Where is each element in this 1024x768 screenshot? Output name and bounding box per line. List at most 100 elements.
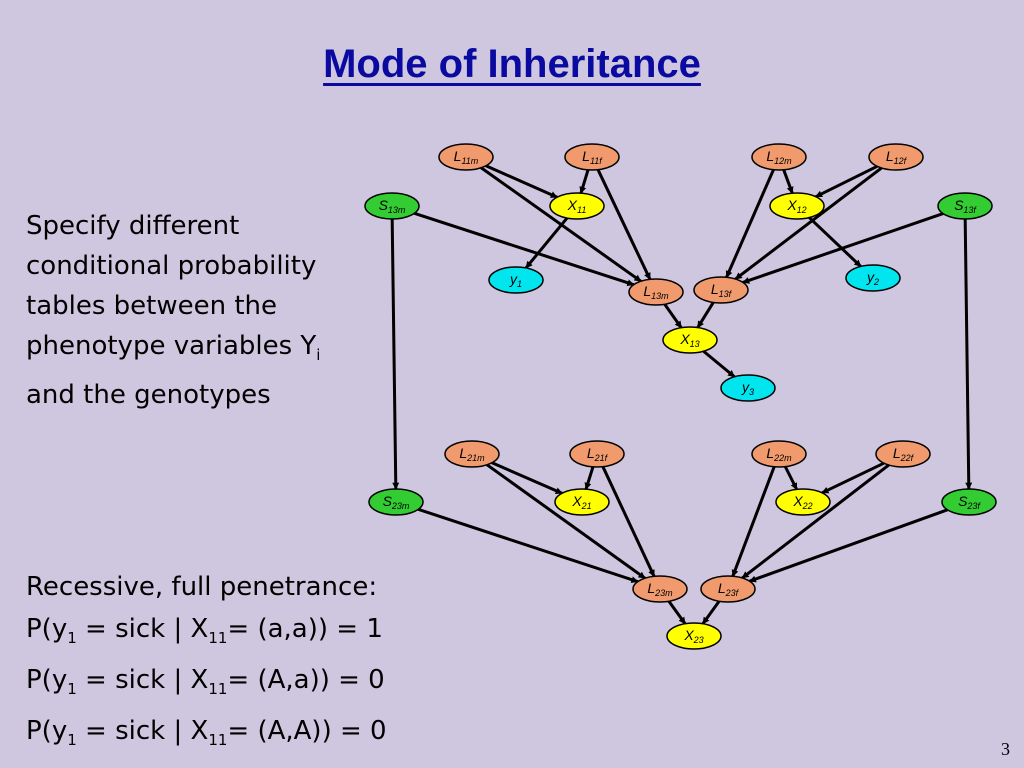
node-ellipse: [937, 192, 993, 220]
slide-title: Mode of Inheritance: [323, 42, 701, 86]
edge-L22f-L23f: [741, 463, 890, 580]
node-ellipse: [875, 440, 931, 468]
node-label: L13f: [711, 281, 733, 299]
node-label: L21m: [459, 445, 485, 463]
node-X13: X13: [662, 326, 718, 354]
rule-header: Recessive, full penetrance:: [26, 572, 378, 602]
edge-L21m-L23m: [486, 463, 646, 580]
node-L13m: L13m: [628, 278, 684, 306]
node-label: y3: [741, 379, 754, 397]
node-ellipse: [751, 440, 807, 468]
node-L23f: L23f: [700, 575, 756, 603]
node-ellipse: [364, 192, 420, 220]
node-label: X23: [683, 627, 703, 645]
specify-text: Specify different conditional probabilit…: [26, 206, 320, 415]
node-ellipse: [569, 440, 625, 468]
node-label: L21f: [587, 445, 609, 463]
node-label: S13m: [379, 197, 406, 215]
node-label: X21: [571, 493, 591, 511]
node-L12m: L12m: [751, 143, 807, 171]
node-ellipse: [488, 266, 544, 294]
rule-row: P(y1 = sick | X11= (a,a)) = 1: [26, 614, 383, 648]
node-ellipse: [666, 622, 722, 650]
edge-L22f-X22: [821, 461, 885, 495]
node-L13f: L13f: [693, 276, 749, 304]
recessive-text: Recessive, full penetrance: P(y1 = sick …: [26, 566, 387, 762]
node-S13f: S13f: [937, 192, 993, 220]
node-ellipse: [941, 488, 997, 516]
node-ellipse: [720, 374, 776, 402]
page-number: 3: [1001, 739, 1010, 759]
node-X21: X21: [554, 488, 610, 516]
node-label: S13f: [954, 197, 977, 215]
node-label: S23f: [958, 493, 981, 511]
node-L21f: L21f: [569, 440, 625, 468]
edge-L21f-X21: [584, 466, 595, 490]
node-y3: y3: [720, 374, 776, 402]
node-ellipse: [662, 326, 718, 354]
edge-S13f-L13f: [742, 212, 944, 284]
edge-L12m-X12: [782, 169, 794, 194]
node-label: y2: [866, 269, 879, 287]
node-label: X13: [679, 331, 699, 349]
node-ellipse: [751, 143, 807, 171]
node-S23m: S23m: [368, 488, 424, 516]
node-ellipse: [700, 575, 756, 603]
edge-L11m-X11: [485, 164, 558, 199]
node-X23: X23: [666, 622, 722, 650]
node-ellipse: [564, 143, 620, 171]
node-ellipse: [693, 276, 749, 304]
node-ellipse: [845, 264, 901, 292]
edge-L22m-X22: [783, 465, 799, 491]
node-L21m: L21m: [444, 440, 500, 468]
edge-L12f-X12: [815, 164, 878, 199]
rule-row: P(y1 = sick | X11= (A,a)) = 0: [26, 665, 385, 699]
node-label: L13m: [643, 283, 669, 301]
node-X11: X11: [549, 192, 605, 220]
node-ellipse: [632, 575, 688, 603]
edge-X12-y2: [808, 216, 862, 268]
node-L23m: L23m: [632, 575, 688, 603]
node-ellipse: [628, 278, 684, 306]
node-label: L12m: [766, 148, 792, 166]
node-label: S23m: [383, 493, 410, 511]
node-label: L22m: [766, 445, 792, 463]
edge-L13m-X13: [663, 303, 683, 329]
edge-S23m-L23m: [417, 507, 639, 584]
node-L22f: L22f: [875, 440, 931, 468]
node-label: y1: [509, 271, 522, 289]
spec-line-5: and the genotypes: [26, 380, 271, 411]
node-label: L22f: [893, 445, 915, 463]
node-L12f: L12f: [868, 143, 924, 171]
node-S13m: S13m: [364, 192, 420, 220]
node-ellipse: [554, 488, 610, 516]
edge-L23f-X23: [701, 600, 721, 625]
edge-L11f-L13m: [596, 169, 652, 280]
node-ellipse: [549, 192, 605, 220]
edge-L13f-X13: [696, 301, 715, 329]
spec-line-4: phenotype variables Yi: [26, 331, 321, 365]
node-L22m: L22m: [751, 440, 807, 468]
node-y2: y2: [845, 264, 901, 292]
node-ellipse: [769, 192, 825, 220]
node-label: L11f: [582, 148, 603, 166]
edge-L12m-L13f: [725, 169, 775, 278]
node-label: L23m: [647, 580, 673, 598]
edge-L22m-L23f: [731, 466, 776, 577]
node-label: X22: [792, 493, 812, 511]
node-ellipse: [444, 440, 500, 468]
rule-row: P(y1 = sick | X11= (A,A)) = 0: [26, 716, 387, 750]
edge-X13-y3: [702, 350, 736, 378]
node-label: L12f: [886, 148, 908, 166]
node-X12: X12: [769, 192, 825, 220]
node-ellipse: [438, 143, 494, 171]
node-label: L11m: [454, 148, 479, 166]
node-S23f: S23f: [941, 488, 997, 516]
node-label: L23f: [718, 580, 740, 598]
node-y1: y1: [488, 266, 544, 294]
node-L11m: L11m: [438, 143, 494, 171]
node-ellipse: [868, 143, 924, 171]
edge-L12f-L13f: [734, 166, 883, 281]
edge-L23m-X23: [667, 600, 687, 625]
